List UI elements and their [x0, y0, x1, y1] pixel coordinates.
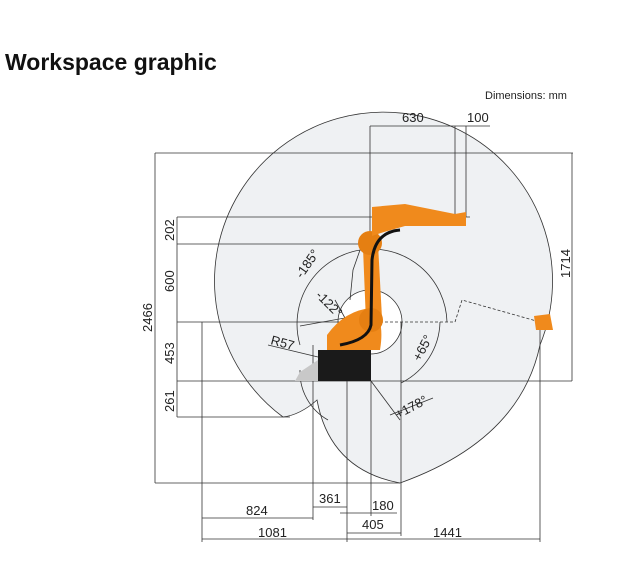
dim-824-label: 824 — [246, 503, 268, 518]
dim-453-label: 453 — [162, 342, 177, 364]
dim-178-line — [389, 397, 434, 416]
dim-361-label: 361 — [319, 491, 341, 506]
dim-600-label: 600 — [162, 270, 177, 292]
dim-630-label: 630 — [402, 110, 424, 125]
robot-upper-arm — [372, 204, 466, 236]
dim-1081-label: 1081 — [258, 525, 287, 540]
leader-178 — [370, 380, 401, 421]
dim-180-label: 180 — [372, 498, 394, 513]
robot-joint-3 — [358, 231, 382, 255]
dim-405-label: 405 — [362, 517, 384, 532]
robot-cable — [339, 228, 401, 347]
arc-65 — [400, 321, 441, 384]
tool-path — [370, 299, 541, 323]
radius-r57-label: R57 — [269, 332, 296, 353]
leader-r57 — [267, 344, 319, 358]
robot-tool-reach — [534, 314, 553, 330]
angle-wedge-185 — [349, 249, 361, 301]
dim-100-label: 100 — [467, 110, 489, 125]
dim-1441-label: 1441 — [433, 525, 462, 540]
dim-1714-label: 1714 — [558, 249, 573, 278]
robot-cable-pack — [295, 360, 318, 381]
robot-illustration — [295, 204, 553, 381]
dim-2466-label: 2466 — [140, 303, 155, 332]
page-title: Workspace graphic — [5, 49, 217, 75]
dim-202-label: 202 — [162, 219, 177, 241]
dim-261-label: 261 — [162, 390, 177, 412]
units-note: Dimensions: mm — [485, 90, 567, 102]
robot-base-icon — [318, 350, 371, 381]
